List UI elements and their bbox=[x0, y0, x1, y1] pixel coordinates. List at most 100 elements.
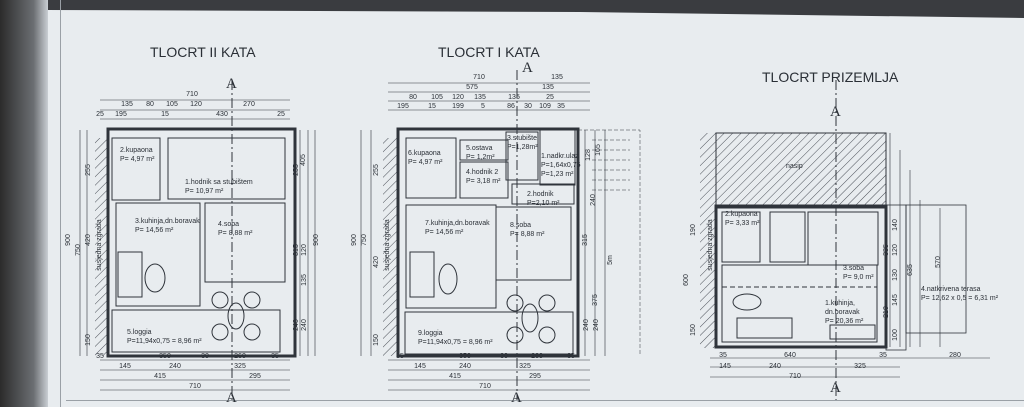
room-area: P= 3,33 m² bbox=[725, 220, 760, 227]
neighbor-label: susjedna zgrada bbox=[96, 219, 103, 270]
room-name: 2.kupaona bbox=[725, 211, 758, 218]
dimension-label: 315 bbox=[582, 234, 589, 246]
dimension-label: 5m bbox=[607, 255, 614, 265]
dimension-label: 240 bbox=[169, 363, 181, 370]
dimension-label: 195 bbox=[115, 111, 127, 118]
dimension-label: 750 bbox=[361, 234, 368, 246]
dimension-label: 710 bbox=[189, 383, 201, 390]
dimension-label: 270 bbox=[243, 101, 255, 108]
dimension-label: 325 bbox=[234, 363, 246, 370]
neighbor-hatch bbox=[383, 138, 397, 356]
plan-title: TLOCRT PRIZEMLJA bbox=[762, 69, 899, 85]
dimension-label: 5 bbox=[481, 103, 485, 110]
room-name: 6.kupaona bbox=[408, 150, 441, 157]
neighbor-label: susjedna zgrada bbox=[384, 219, 391, 270]
dimension-label: 415 bbox=[449, 373, 461, 380]
dimension-label: 35 bbox=[396, 353, 404, 360]
dimension-label: 210 bbox=[883, 306, 890, 318]
fill-label: nasip bbox=[786, 163, 803, 170]
room-area: P= 12,62 x 0,5 = 6,31 m² bbox=[921, 295, 999, 302]
dimension-label: 430 bbox=[216, 111, 228, 118]
dimension-label: 135 bbox=[551, 74, 563, 81]
room-name: 5.ostava bbox=[466, 145, 493, 152]
dimension-label: 315 bbox=[293, 244, 300, 256]
dimension-label: 415 bbox=[154, 373, 166, 380]
dimension-label: 325 bbox=[854, 363, 866, 370]
dimension-label: 255 bbox=[373, 164, 380, 176]
dimension-label: 635 bbox=[907, 264, 914, 276]
dimension-label: 135 bbox=[121, 101, 133, 108]
room-name: 8.soba bbox=[510, 222, 531, 229]
plan-second-floor bbox=[79, 80, 316, 400]
dimension-label: 240 bbox=[301, 319, 308, 331]
room-area: P= 14,56 m² bbox=[425, 229, 464, 236]
room-name: 2.kupaona bbox=[120, 147, 153, 154]
room-area: P= 14,56 m² bbox=[135, 227, 174, 234]
dimension-label: 280 bbox=[949, 352, 961, 359]
plan-ground-floor bbox=[700, 80, 990, 400]
dimension-label: 35 bbox=[96, 353, 104, 360]
dimension-label: 15 bbox=[161, 111, 169, 118]
room-area: P= 4,97 m² bbox=[408, 159, 443, 166]
dimension-label: 600 bbox=[683, 274, 690, 286]
dimension-label: 35 bbox=[879, 352, 887, 359]
dimension-label: 30 bbox=[500, 353, 508, 360]
dimension-label: 240 bbox=[769, 363, 781, 370]
room-area: P=11,94x0,75 = 8,96 m² bbox=[418, 339, 493, 346]
room-name: 9.loggia bbox=[418, 330, 443, 337]
dimension-label: 135 bbox=[474, 94, 486, 101]
dimension-label: 295 bbox=[249, 373, 261, 380]
dimension-label: 199 bbox=[452, 103, 464, 110]
room-area: P= 8,88 m² bbox=[510, 231, 545, 238]
dimension-label: 120 bbox=[452, 94, 464, 101]
dimension-label: 640 bbox=[784, 352, 796, 359]
room-name: 3.stubište bbox=[507, 135, 537, 142]
room-area: P= 20,36 m² bbox=[825, 318, 864, 325]
room-area: P= 4,97 m² bbox=[120, 156, 155, 163]
dimension-label: 140 bbox=[892, 219, 899, 231]
dimension-label: 135 bbox=[508, 94, 520, 101]
dimension-label: 900 bbox=[351, 234, 358, 246]
dimension-label: 710 bbox=[789, 373, 801, 380]
neighbor-hatch bbox=[700, 133, 716, 348]
dimension-label: 150 bbox=[690, 324, 697, 336]
room-area: P= 8,88 m² bbox=[218, 230, 253, 237]
room-name: 5.loggia bbox=[127, 329, 152, 336]
dimension-label: 150 bbox=[373, 334, 380, 346]
room-name: 2.hodnik bbox=[527, 191, 554, 198]
dimension-label: 240 bbox=[293, 319, 300, 331]
dimension-label: 900 bbox=[313, 234, 320, 246]
dimension-label: 710 bbox=[186, 91, 198, 98]
plan-first-floor bbox=[360, 70, 641, 400]
plan-title: TLOCRT I KATA bbox=[438, 44, 540, 60]
dimension-label: 80 bbox=[409, 94, 417, 101]
dimension-label: 335 bbox=[883, 244, 890, 256]
room-name: 4.soba bbox=[218, 221, 239, 228]
dimension-label: 25 bbox=[96, 111, 104, 118]
room-area: P=1,64x0,75 bbox=[541, 162, 581, 169]
dimension-label: 750 bbox=[75, 244, 82, 256]
dimension-label: 120 bbox=[190, 101, 202, 108]
dimension-label: 420 bbox=[373, 256, 380, 268]
dimension-label: 405 bbox=[300, 154, 307, 166]
dimension-label: 195 bbox=[397, 103, 409, 110]
room-name: 1.hodnik sa stubištem bbox=[185, 179, 253, 186]
room-name: 7.kuhinja,dn.boravak bbox=[425, 220, 490, 227]
dimension-label: 105 bbox=[431, 94, 443, 101]
dimension-label: 325 bbox=[519, 363, 531, 370]
dimension-label: 145 bbox=[414, 363, 426, 370]
room-name: 1.kuhinja, bbox=[825, 300, 855, 307]
binding-edge bbox=[0, 0, 48, 407]
dimension-label: 240 bbox=[593, 319, 600, 331]
room-name: 4.natkrivena terasa bbox=[921, 286, 981, 293]
room-area: P= 1,2m² bbox=[466, 154, 495, 161]
room-name: 3.kuhinja,dn.boravak bbox=[135, 218, 200, 225]
fill-hatch bbox=[715, 132, 887, 209]
room-area: P= 10,97 m² bbox=[185, 188, 224, 195]
dimension-label: 135 bbox=[542, 84, 554, 91]
dimension-label: 135 bbox=[301, 274, 308, 286]
room-area: P=1,23 m² bbox=[541, 171, 574, 178]
dimension-label: 145 bbox=[892, 294, 899, 306]
dimension-label: 35 bbox=[557, 103, 565, 110]
